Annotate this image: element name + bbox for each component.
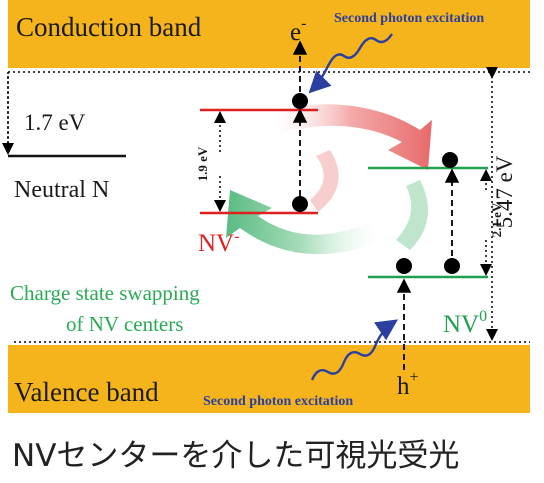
bottom-excitation-label: Second photon excitation <box>203 394 353 409</box>
nv-zero-lower-electron-left <box>396 258 412 274</box>
hole-label: h+ <box>397 369 419 400</box>
swap-label-line2: of NV centers <box>66 312 183 336</box>
swap-arrow-red-tail <box>310 150 339 212</box>
bottom-photon-wave <box>310 319 398 381</box>
nv-zero-upper-electron <box>442 152 458 168</box>
hole-charge: + <box>410 369 419 386</box>
nv-minus-charge: - <box>234 228 239 245</box>
nv-zero-label: NV0 <box>443 308 487 338</box>
neutral-n-gap-label: 1.7 eV <box>24 110 86 135</box>
swap-arrow-red <box>270 104 432 170</box>
conduction-band-label: Conduction band <box>16 12 202 42</box>
electron-label: e- <box>290 15 306 46</box>
nv-minus-lower-electron <box>292 196 308 212</box>
swap-arrow-green-tail <box>396 180 428 250</box>
figure-caption: NVセンターを介した可視光受光 <box>12 438 460 474</box>
nv-minus-gap-label: 1.9 eV <box>195 146 210 181</box>
nv-zero-lower-electron-right <box>444 258 460 274</box>
energy-diagram: Conduction band Valence band 1.7 eV Neut… <box>2 0 530 413</box>
electron-charge: - <box>301 15 306 32</box>
top-excitation-label: Second photon excitation <box>334 11 484 26</box>
top-photon-wave <box>308 33 393 94</box>
valence-band-label: Valence band <box>14 377 159 407</box>
conduction-band <box>8 0 530 68</box>
bandgap-label: 5.47 eV <box>492 155 517 228</box>
nv-zero-gap-label: 2.1 eV <box>489 202 504 237</box>
nv-zero-charge: 0 <box>479 308 487 325</box>
swap-arrow-green <box>226 190 380 255</box>
nv-minus-upper-electron <box>292 93 308 109</box>
swap-label-line1: Charge state swapping <box>10 281 200 305</box>
neutral-n-label: Neutral N <box>14 177 109 203</box>
valence-band <box>8 345 530 413</box>
nv-minus-label: NV- <box>198 228 239 257</box>
